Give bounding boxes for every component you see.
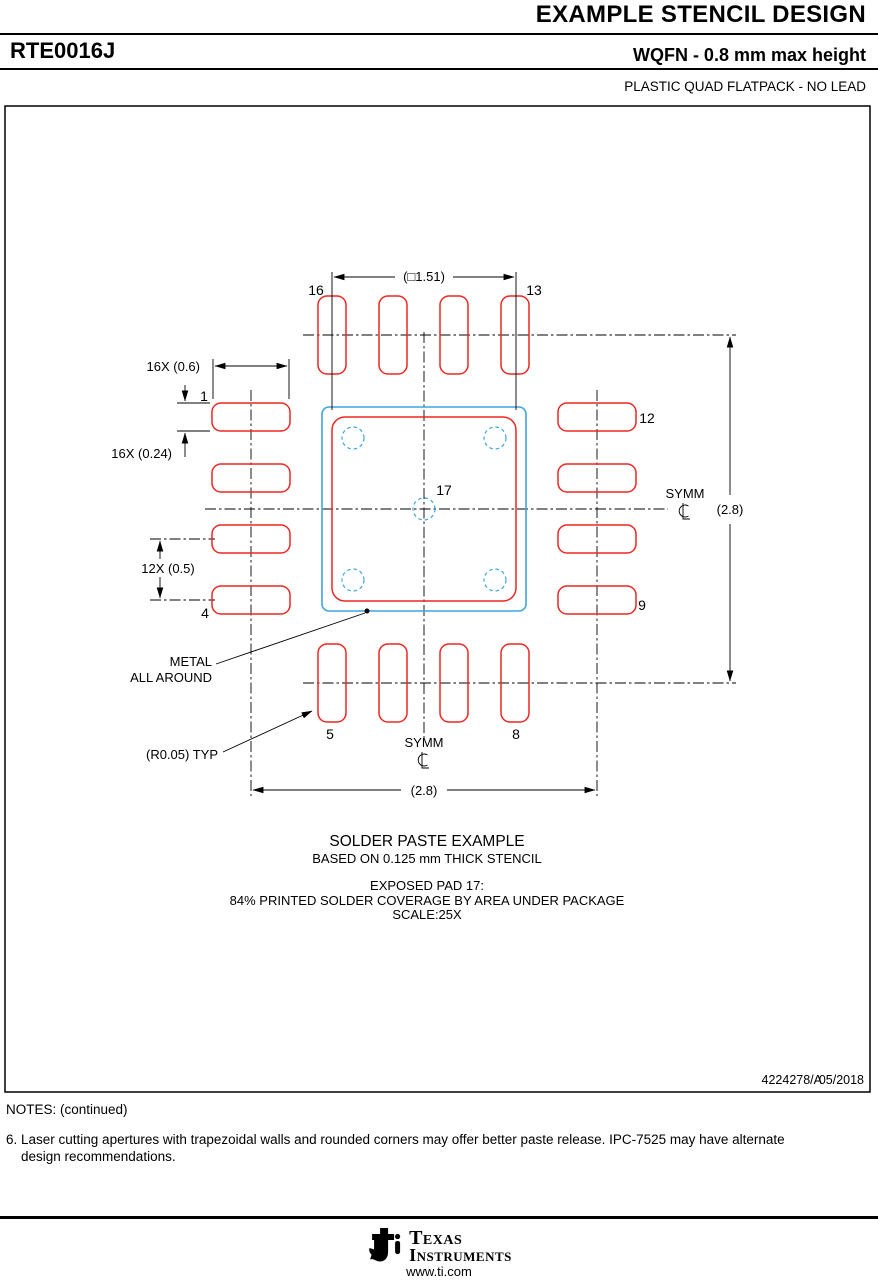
- package-title: WQFN - 0.8 mm max height: [632, 45, 866, 65]
- thermal-via-circle: [483, 426, 507, 450]
- pad-11: [557, 463, 637, 493]
- note-6-line-2: design recommendations.: [21, 1149, 176, 1164]
- pad-12: [557, 402, 637, 432]
- pad-8: [500, 643, 530, 723]
- dim-pad-pitch-label: 12X (0.5): [141, 561, 194, 576]
- package-center: [321, 406, 527, 612]
- pad-13: [500, 295, 530, 375]
- brand-texas: Texas: [409, 1226, 463, 1249]
- caption-subtitle: BASED ON 0.125 mm THICK STENCIL: [312, 851, 542, 866]
- symm-bottom-label: SYMM: [405, 735, 444, 750]
- metal-label-line1: METAL: [170, 654, 212, 669]
- metal-callout: METAL ALL AROUND: [130, 608, 370, 685]
- pin-5-label: 5: [326, 726, 334, 742]
- pad-15: [378, 295, 408, 375]
- footer-rule: [0, 1216, 878, 1219]
- thermal-via-circle: [412, 497, 436, 521]
- ti-brand-text: Texas Instruments: [409, 1226, 512, 1265]
- dim-aperture-square: (□1.51): [331, 269, 517, 410]
- pad-7: [439, 643, 469, 723]
- dim-pad-length-label: 16X (0.6): [147, 359, 200, 374]
- dim-pad-width: 16X (0.24): [111, 385, 210, 461]
- header-rule-bottom: [0, 68, 878, 70]
- dim-span-horizontal: (2.8) SYMM: [252, 735, 596, 798]
- note-6-line-1: 6. Laser cutting apertures with trapezoi…: [6, 1132, 785, 1147]
- caption-scale: SCALE:25X: [392, 907, 462, 922]
- centerline-symbol-bottom: [417, 751, 430, 769]
- pin-13-label: 13: [526, 282, 542, 298]
- pin-12-label: 12: [639, 410, 655, 426]
- page-title: EXAMPLE STENCIL DESIGN: [535, 1, 866, 28]
- dim-pad-pitch: 12X (0.5): [141, 540, 195, 599]
- pad-3: [211, 524, 291, 554]
- dim-span-vertical: (2.8) SYMM: [666, 336, 744, 682]
- centerlines: [150, 332, 736, 796]
- thermal-via-circle: [341, 426, 365, 450]
- radius-callout: (R0.05) TYP: [146, 710, 313, 762]
- brand-instruments: Instruments: [409, 1244, 512, 1265]
- pin-8-label: 8: [512, 726, 520, 742]
- caption-exposed-pad: EXPOSED PAD 17:: [370, 878, 484, 893]
- website-link[interactable]: www.ti.com: [406, 1264, 472, 1279]
- thermal-via-circle: [341, 568, 365, 592]
- package-subtitle: PLASTIC QUAD FLATPACK - NO LEAD: [624, 79, 866, 94]
- doc-date: 05/2018: [819, 1073, 864, 1087]
- thermal-via-circle: [483, 568, 507, 592]
- dim-span-vertical-label: (2.8): [717, 502, 744, 517]
- dim-span-horizontal-label: (2.8): [411, 783, 438, 798]
- pad-5: [317, 643, 347, 723]
- pin-numbers: 16 13 1 12 9 4 5 8 17: [200, 282, 655, 742]
- pad-9: [557, 585, 637, 615]
- pad-2: [211, 463, 291, 493]
- dim-pad-width-label: 16X (0.24): [111, 446, 172, 461]
- pad-10: [557, 524, 637, 554]
- dim-aperture-square-label: (□1.51): [403, 269, 445, 284]
- caption-title: SOLDER PASTE EXAMPLE: [329, 833, 524, 850]
- pin-16-label: 16: [308, 282, 324, 298]
- pad-6: [378, 643, 408, 723]
- pin-1-label: 1: [200, 388, 208, 404]
- pad-4: [211, 585, 291, 615]
- pad-1: [211, 402, 291, 432]
- header-rule-top: [0, 33, 878, 35]
- pin-9-label: 9: [638, 597, 646, 613]
- metal-label-line2: ALL AROUND: [130, 670, 212, 685]
- dim-pad-length: 16X (0.6): [147, 359, 290, 399]
- pin-4-label: 4: [201, 605, 209, 621]
- ti-logo: Texas Instruments: [366, 1226, 512, 1266]
- drawing-caption: SOLDER PASTE EXAMPLE BASED ON 0.125 mm T…: [230, 833, 625, 922]
- doc-id: 4224278/A 05/2018: [762, 1073, 865, 1087]
- pad-14: [439, 295, 469, 375]
- ti-bug-icon: [369, 1228, 401, 1262]
- part-number: RTE0016J: [10, 38, 116, 63]
- doc-number: 4224278/A: [762, 1073, 823, 1087]
- caption-coverage: 84% PRINTED SOLDER COVERAGE BY AREA UNDE…: [230, 893, 625, 908]
- exposed-pad-aperture: [331, 416, 517, 602]
- centerline-symbol-right: [678, 502, 691, 520]
- pad-apertures: [211, 295, 637, 723]
- exposed-pad-number: 17: [436, 482, 452, 498]
- notes-heading: NOTES: (continued): [6, 1102, 128, 1117]
- package-outline: [321, 406, 527, 612]
- leader-dot: [364, 608, 370, 614]
- drawing-border: [4, 105, 871, 1093]
- symm-right-label: SYMM: [666, 486, 705, 501]
- radius-label: (R0.05) TYP: [146, 747, 218, 762]
